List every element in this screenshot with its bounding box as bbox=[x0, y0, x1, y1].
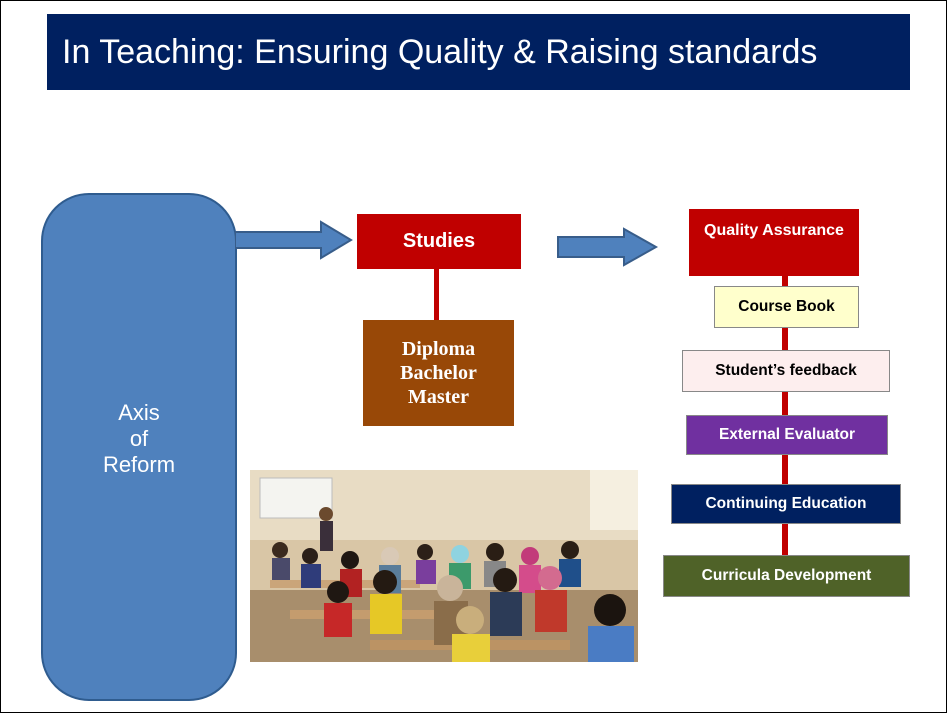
studies-connector bbox=[434, 268, 439, 322]
degree-master: Master bbox=[407, 386, 470, 408]
item-students-feedback: Student’s feedback bbox=[682, 350, 890, 392]
slide-title: In Teaching: Ensuring Quality & Raising … bbox=[47, 14, 910, 90]
quality-assurance-label: Quality Assurance bbox=[704, 222, 844, 239]
item-course-book: Course Book bbox=[714, 286, 859, 328]
item-curricula-development: Curricula Development bbox=[663, 555, 910, 597]
degree-diploma: Diploma bbox=[401, 338, 476, 360]
axis-of-reform-label: Axis of Reform bbox=[102, 400, 176, 477]
studies-box: Studies bbox=[357, 214, 521, 269]
classroom-photo bbox=[250, 470, 638, 662]
item-continuing-education: Continuing Education bbox=[671, 484, 901, 524]
item-external-evaluator: External Evaluator bbox=[686, 415, 888, 455]
degrees-box: Diploma Bachelor Master bbox=[363, 320, 514, 426]
degree-bachelor: Bachelor bbox=[400, 362, 477, 384]
axis-of-reform-box: Axis of Reform bbox=[41, 193, 237, 701]
quality-assurance-box: Quality Assurance bbox=[689, 209, 859, 276]
arrow-studies-to-quality bbox=[557, 227, 659, 267]
arrow-axis-to-studies bbox=[235, 220, 353, 260]
